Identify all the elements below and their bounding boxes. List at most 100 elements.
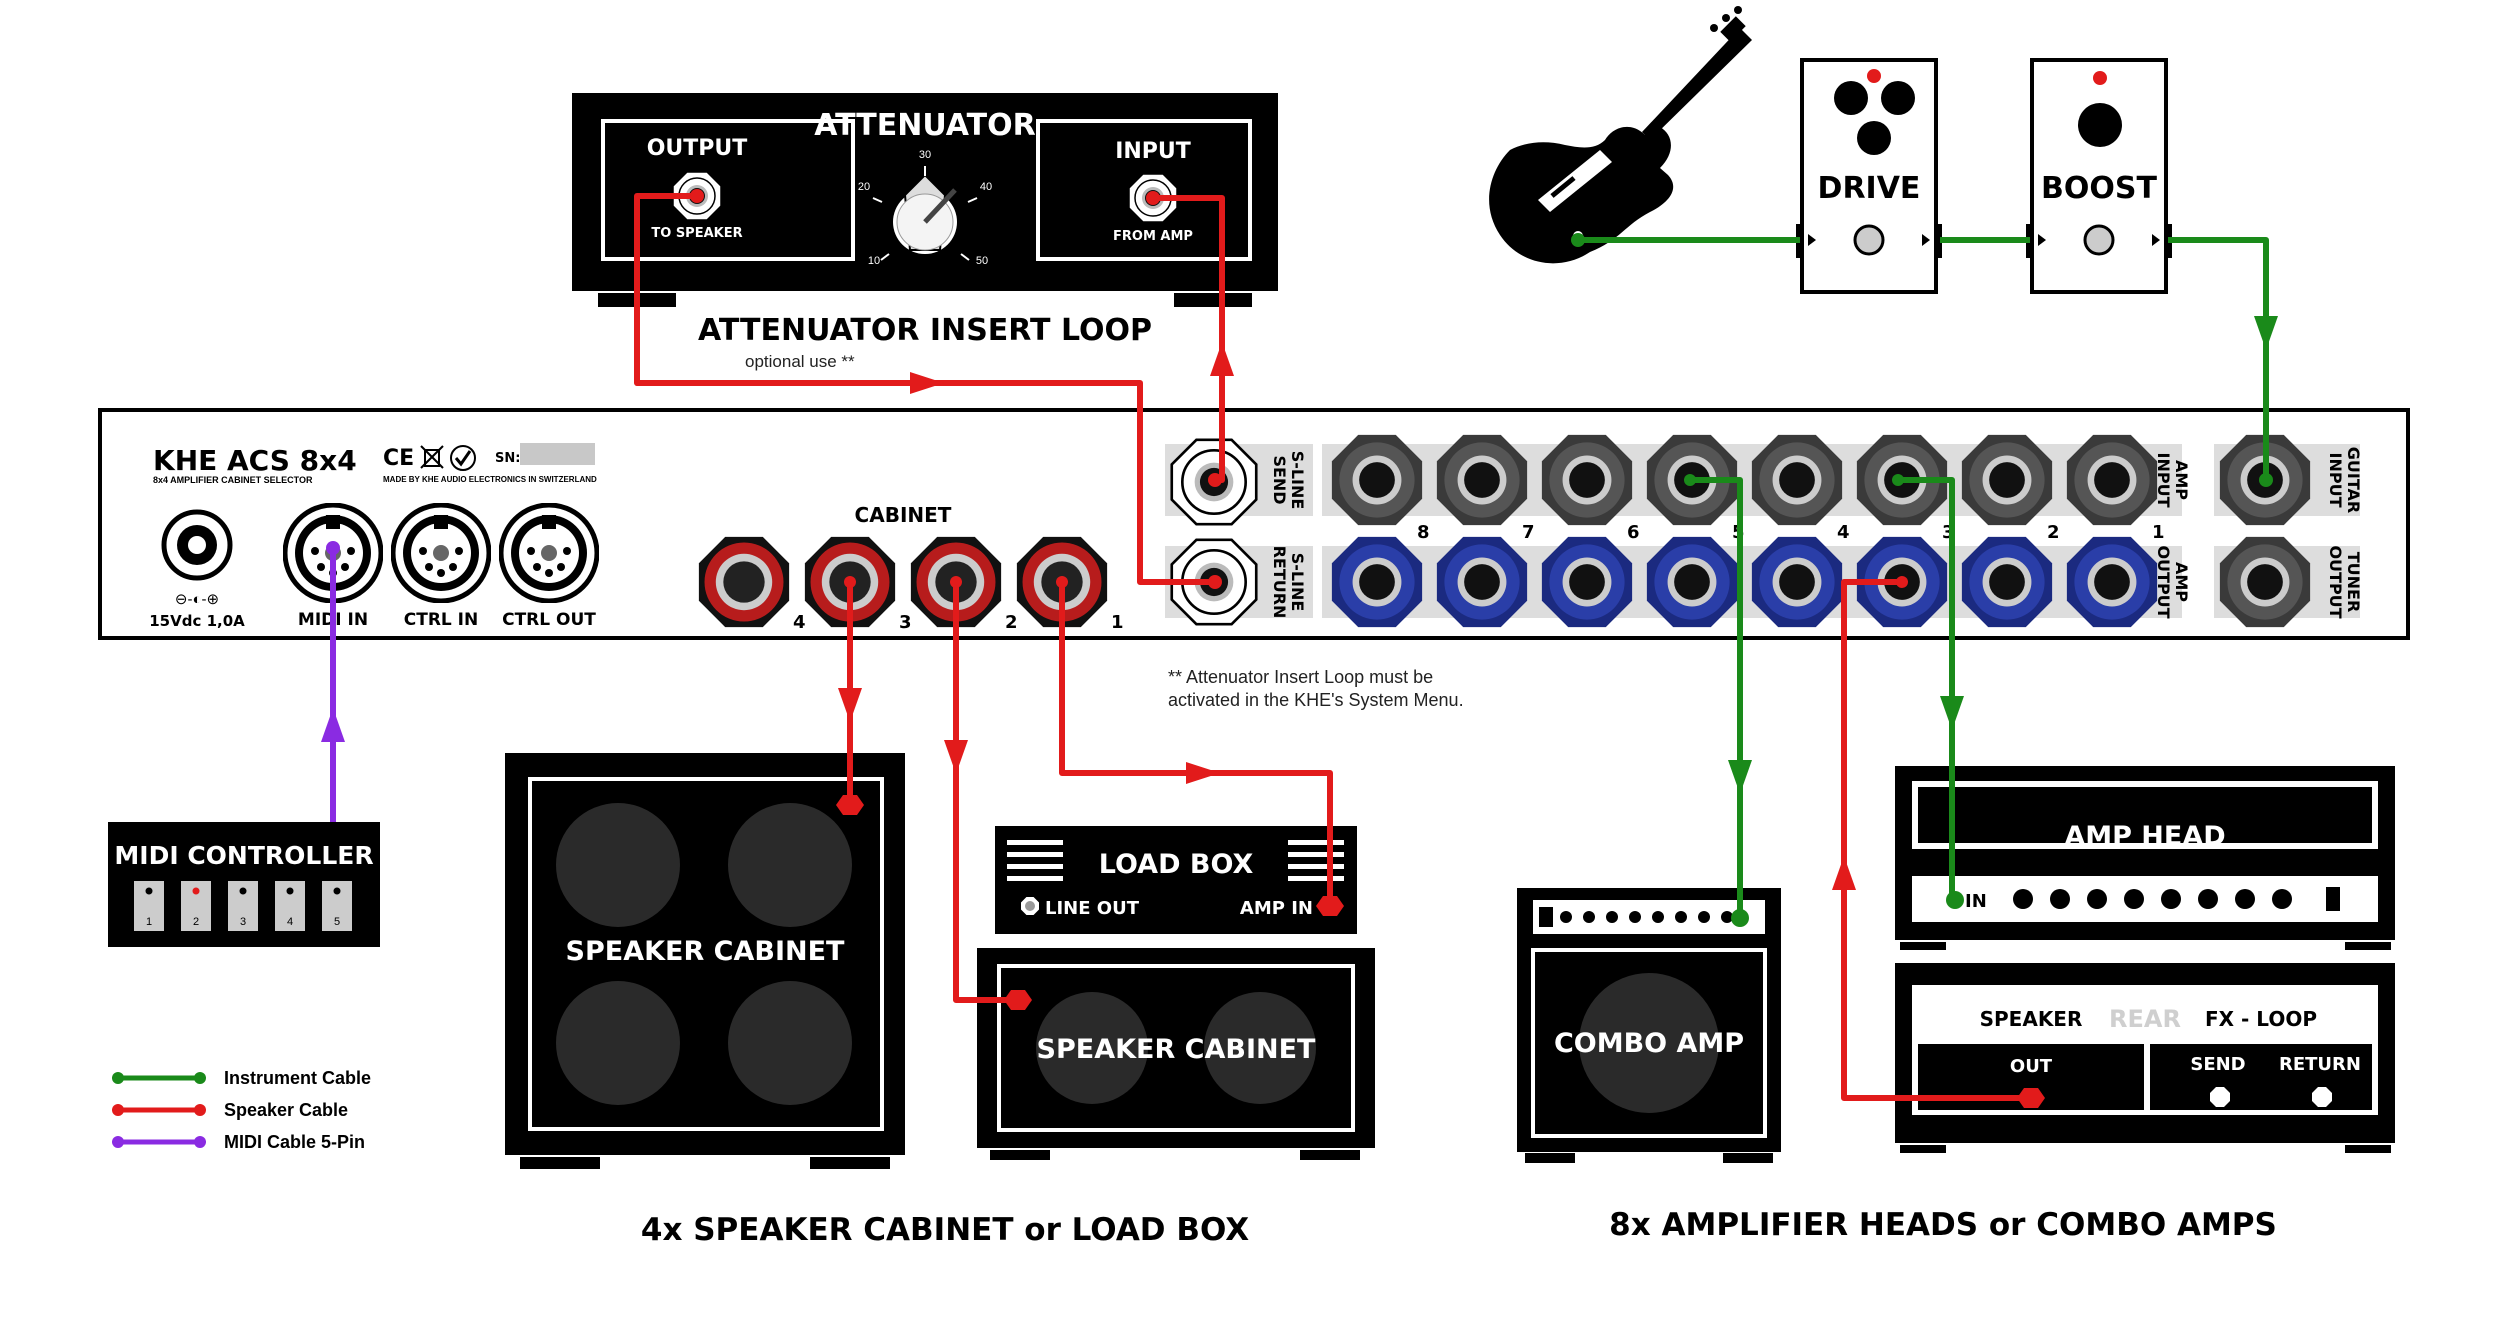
amp-rear-rear: REAR — [2109, 1005, 2181, 1033]
ctrl-out-socket[interactable] — [501, 505, 597, 601]
amp-input-jack-4[interactable] — [1751, 434, 1843, 526]
amp-input-jack-8[interactable] — [1331, 434, 1423, 526]
speaker-cabinet-large-label: SPEAKER CABINET — [566, 936, 846, 967]
cabinet-jack-4[interactable] — [698, 536, 790, 628]
svg-text:4: 4 — [287, 916, 293, 928]
attenuator-output-label: OUTPUT — [647, 136, 748, 161]
midi-controller-button-2[interactable]: 2 — [181, 881, 211, 931]
amp-output-label-2: OUTPUT — [2154, 545, 2173, 618]
amp-input-label-2: INPUT — [2154, 453, 2173, 508]
amp-output-jack-6[interactable] — [1541, 536, 1633, 628]
attenuator-loop-title: ATTENUATOR INSERT LOOP — [698, 313, 1152, 348]
dial-mark-10: 10 — [868, 255, 880, 267]
legend: Instrument Cable Speaker Cable MIDI Cabl… — [112, 1068, 371, 1152]
amp-rear-fx-loop: FX - LOOP — [2205, 1007, 2317, 1031]
amp-rear-out: OUT — [2010, 1056, 2053, 1077]
amp-input-jack-6[interactable] — [1541, 434, 1633, 526]
load-box: LOAD BOX LINE OUT AMP IN — [995, 826, 1357, 934]
acs-model: KHE ACS 8x4 — [153, 444, 357, 477]
amp-output-jack-4[interactable] — [1751, 536, 1843, 628]
cab1-plug — [1056, 576, 1068, 588]
tuner-output-jack[interactable] — [2219, 536, 2311, 628]
amp-input-jack-1[interactable] — [2066, 434, 2158, 526]
svg-text:MIDI Cable 5-Pin: MIDI Cable 5-Pin — [224, 1132, 365, 1152]
boost-pedal: BOOST — [2026, 58, 2172, 294]
cab3-plug — [844, 576, 856, 588]
attenuator-input-sub: FROM AMP — [1113, 229, 1193, 244]
cabinet-num-3: 3 — [899, 612, 912, 633]
cable-amp3out-to-rear — [1841, 579, 2031, 1101]
svg-text:5: 5 — [334, 916, 340, 928]
power-label: 15Vdc 1,0A — [149, 612, 245, 630]
amp-rear-speaker: SPEAKER — [1980, 1007, 2083, 1031]
boost-footswitch[interactable] — [2083, 224, 2115, 256]
amp-num-1: 1 — [2152, 522, 2165, 543]
amp-output-jack-8[interactable] — [1331, 536, 1423, 628]
attenuator-output-sub: TO SPEAKER — [651, 226, 742, 241]
caption-right: 8x AMPLIFIER HEADS or COMBO AMPS — [1609, 1207, 2277, 1243]
amp-num-2: 2 — [2047, 522, 2060, 543]
amp-input-jack-7[interactable] — [1436, 434, 1528, 526]
amp-output-jack-1[interactable] — [2066, 536, 2158, 628]
cabinet-num-2: 2 — [1005, 612, 1018, 633]
dial-mark-40: 40 — [980, 181, 992, 193]
amp-num-6: 6 — [1627, 522, 1640, 543]
midi-controller-button-4[interactable]: 4 — [275, 881, 305, 931]
cabinet-num-4: 4 — [793, 612, 806, 633]
combo-amp-label: COMBO AMP — [1554, 1028, 1744, 1059]
amp-output-label-1: AMP — [2172, 562, 2191, 602]
amp-num-8: 8 — [1417, 522, 1430, 543]
check-icon — [450, 445, 476, 471]
amp-input-jack-2[interactable] — [1961, 434, 2053, 526]
speaker-cabinet-small-label: SPEAKER CABINET — [1037, 1034, 1317, 1065]
ctrl-in-socket[interactable] — [393, 505, 489, 601]
att-input-plug — [1146, 191, 1160, 205]
acs-amp5-plug — [1684, 474, 1696, 486]
attenuator-input-label: INPUT — [1115, 139, 1191, 164]
speaker-arrows — [838, 342, 1856, 890]
midi-controller-button-1[interactable]: 1 — [134, 881, 164, 931]
ctrl-out-label: CTRL OUT — [502, 610, 596, 630]
power-jack[interactable] — [161, 509, 233, 581]
boost-label: BOOST — [2041, 171, 2157, 206]
amp-output-jack-2[interactable] — [1961, 536, 2053, 628]
attenuator-device: ATTENUATOR OUTPUT TO SPEAKER INPUT FROM … — [572, 93, 1278, 307]
cabinet-label: CABINET — [855, 503, 952, 527]
amp-head-title: AMP HEAD — [2064, 821, 2225, 852]
cable-boost-to-acs — [2168, 237, 2269, 480]
attenuator-dial[interactable] — [893, 173, 957, 254]
amp-rear-send-jack[interactable] — [2210, 1087, 2230, 1107]
attenuator-dial-ticks — [872, 166, 978, 261]
legend-speaker-cable: Speaker Cable — [112, 1100, 348, 1120]
acs-made-in: MADE BY KHE AUDIO ELECTRONICS IN SWITZER… — [383, 475, 597, 484]
attenuator-loop-note: optional use ** — [745, 352, 855, 371]
acs-unit: KHE ACS 8x4 8x4 AMPLIFIER CABINET SELECT… — [98, 408, 2410, 640]
drive-pedal: DRIVE — [1796, 58, 1942, 294]
midi-in-plug — [326, 541, 340, 555]
midi-controller-title: MIDI CONTROLLER — [114, 841, 373, 870]
speaker-cabinet-2x12: SPEAKER CABINET — [977, 948, 1375, 1160]
legend-midi-cable: MIDI Cable 5-Pin — [112, 1132, 365, 1152]
load-box-title: LOAD BOX — [1099, 849, 1254, 880]
speaker-cabinet-4x12: SPEAKER CABINET — [505, 753, 905, 1169]
load-box-amp-in: AMP IN — [1240, 898, 1313, 919]
amp3out-plug — [1896, 576, 1908, 588]
amp-head: AMP HEAD IN — [1895, 766, 2395, 950]
midi-controller-button-3[interactable]: 3 — [228, 881, 258, 931]
s-line-send-label-2: SEND — [1270, 455, 1289, 504]
amp-rear-return: RETURN — [2279, 1054, 2361, 1075]
amp-rear-return-jack[interactable] — [2312, 1087, 2332, 1107]
midi-controller: MIDI CONTROLLER 1 2 3 4 5 — [108, 822, 380, 947]
acs-sn-label: SN: — [495, 451, 520, 466]
guitar-icon — [1489, 6, 1752, 264]
amp-output-jack-7[interactable] — [1436, 536, 1528, 628]
guitar-input-label-1: GUITAR — [2344, 447, 2363, 513]
midi-controller-button-5[interactable]: 5 — [322, 881, 352, 931]
att-output-plug — [690, 189, 704, 203]
drive-footswitch[interactable] — [1853, 224, 1885, 256]
svg-text:Instrument Cable: Instrument Cable — [224, 1068, 371, 1088]
weee-icon — [420, 445, 444, 469]
amp-output-jack-5[interactable] — [1646, 536, 1738, 628]
legend-instrument-cable: Instrument Cable — [112, 1068, 371, 1088]
